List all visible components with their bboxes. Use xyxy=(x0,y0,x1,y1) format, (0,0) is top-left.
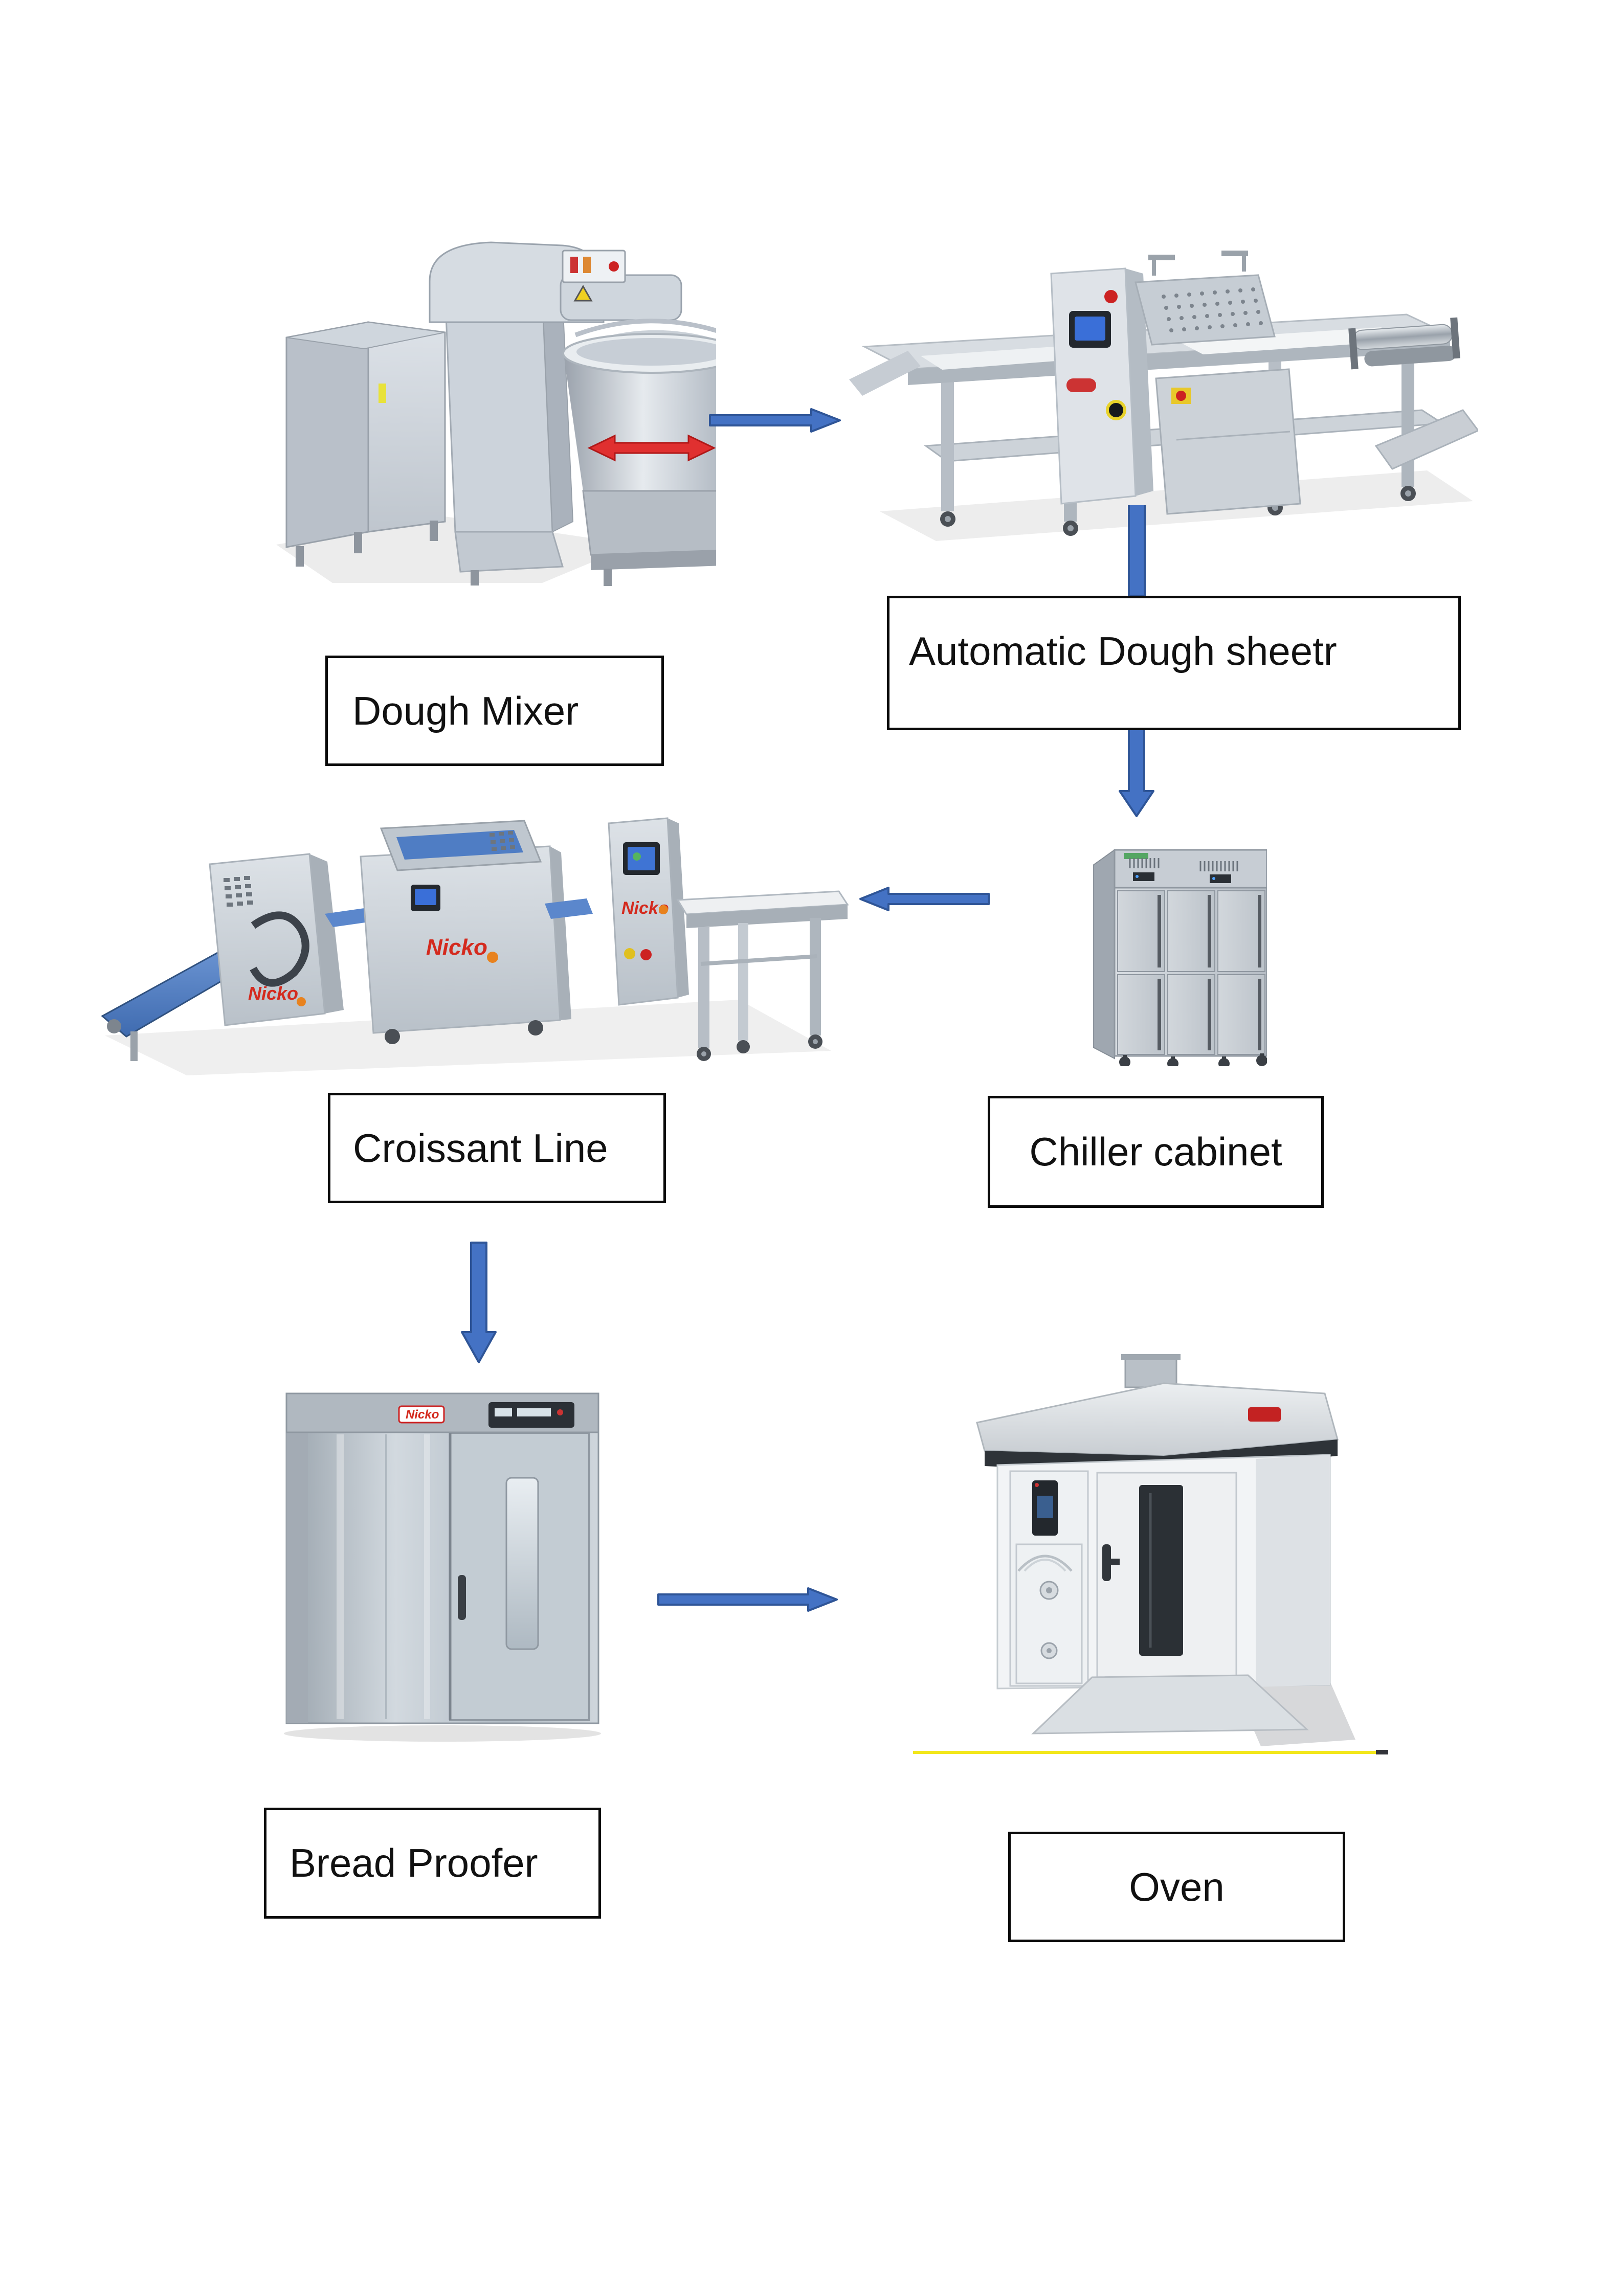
oven-chimney xyxy=(1124,1357,1177,1388)
oven-baseline xyxy=(913,1751,1376,1754)
sheeter-stop-button xyxy=(1104,290,1118,303)
chiller-cabinet-label: Chiller cabinet xyxy=(988,1096,1324,1208)
oven-door-window xyxy=(1139,1485,1183,1656)
chiller-temp-display xyxy=(1210,874,1231,883)
bread-proofer-label-text: Bread Proofer xyxy=(290,1840,538,1885)
sheeter-logo-badge xyxy=(1066,378,1096,392)
dough-sheeter-label-text: Automatic Dough sheetr xyxy=(909,628,1337,673)
croissant-line-label-text: Croissant Line xyxy=(353,1125,608,1170)
brand-logo-text: Nicko xyxy=(406,1408,439,1422)
chiller-temp-display xyxy=(1133,872,1154,881)
bread-proofer-image: Nicko xyxy=(284,1392,601,1742)
dough-sheeter-image xyxy=(849,251,1478,541)
oven-baseline-end xyxy=(1376,1750,1388,1754)
sheeter-cabinet xyxy=(1155,368,1301,515)
croissant-line-label: Croissant Line xyxy=(328,1093,666,1203)
oven-image xyxy=(976,1354,1355,1746)
dough-mixer-label: Dough Mixer xyxy=(325,656,664,766)
chiller-cabinet-image xyxy=(1093,849,1267,1066)
mixer-bowl xyxy=(564,354,716,491)
arrow-chiller-to-croissant xyxy=(859,887,990,911)
arrow-label-to-chiller xyxy=(1119,730,1154,817)
arrow-mixer-to-sheeter xyxy=(709,408,841,433)
oven-label-text: Oven xyxy=(1129,1864,1225,1909)
sheeter-knob xyxy=(1106,400,1126,420)
chiller-casters xyxy=(1119,1053,1267,1066)
chiller-logo xyxy=(1124,853,1148,859)
mixer-stop-button xyxy=(609,261,619,272)
red-double-arrow-icon xyxy=(587,434,716,462)
proofer-door-handle xyxy=(458,1575,466,1620)
brand-logo-text: Nicko xyxy=(248,983,298,1004)
chiller-cabinet-label-text: Chiller cabinet xyxy=(1029,1129,1282,1174)
dough-sheeter-label: Automatic Dough sheetr xyxy=(887,596,1461,730)
sheeter-hopper xyxy=(1134,274,1276,346)
proofer-door-window xyxy=(505,1477,539,1650)
croissant-line-image: Nicko Nicko Nicko xyxy=(101,817,849,1075)
mixer-control-panel xyxy=(562,250,626,283)
proofer-brand-badge xyxy=(398,1405,445,1424)
oven-brand-badge xyxy=(1248,1407,1281,1422)
arrow-proofer-to-oven xyxy=(657,1587,838,1612)
warning-triangle-icon xyxy=(573,284,593,302)
croissant-curling-wheel xyxy=(250,911,309,987)
mixer-warning-sticker xyxy=(379,384,386,403)
arrow-croissant-to-proofer xyxy=(461,1242,497,1363)
dough-mixer-label-text: Dough Mixer xyxy=(352,688,579,733)
arrow-sheeter-to-label xyxy=(1128,505,1146,596)
bread-proofer-label: Bread Proofer xyxy=(264,1808,601,1919)
dough-mixer-image xyxy=(276,241,716,586)
oven-label: Oven xyxy=(1008,1832,1345,1942)
sheeter-roller-unit xyxy=(1348,317,1460,370)
brand-logo-text: Nicko xyxy=(426,935,487,960)
